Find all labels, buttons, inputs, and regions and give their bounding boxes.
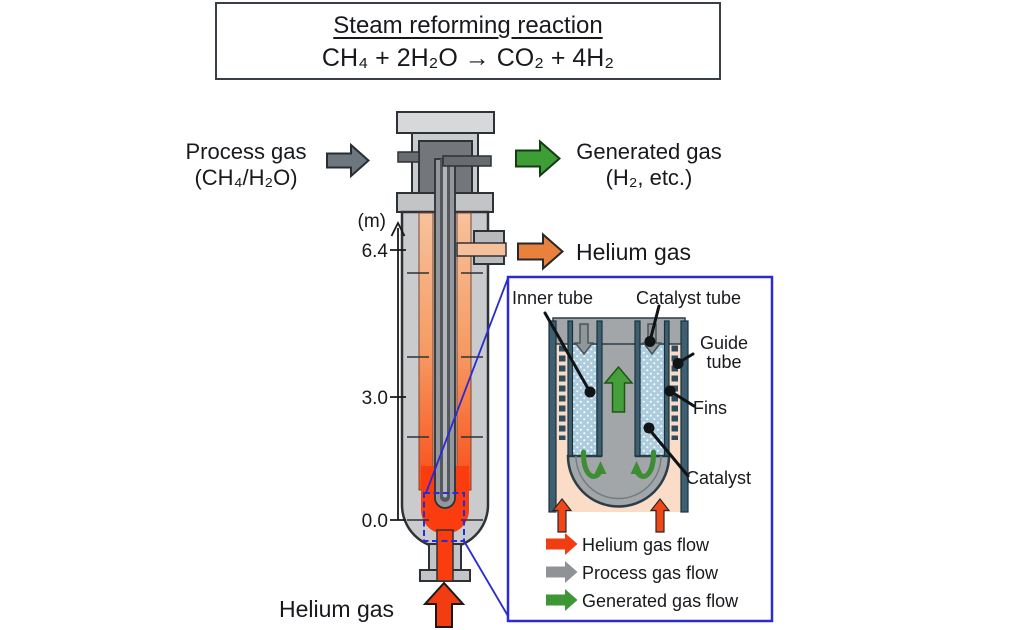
generated-gas-label: Generated gas (H₂, etc.) xyxy=(576,139,722,190)
gas-header xyxy=(552,317,686,345)
helium-flow-arrow xyxy=(546,533,578,555)
helium-gas-out-label: Helium gas xyxy=(576,239,692,265)
gas-turnaround-arrows xyxy=(580,449,657,479)
catalyst-left xyxy=(571,343,598,457)
helium-up-arrows xyxy=(551,498,671,533)
inner-tube xyxy=(434,158,456,509)
catalyst-tube-label: Catalyst tube xyxy=(636,288,742,308)
inset-panel xyxy=(506,275,774,623)
bottom-nozzle xyxy=(419,529,471,582)
fins-label: Fins xyxy=(693,398,728,418)
generated-gas-up-arrow xyxy=(603,365,634,413)
legend-helium-gas-flow: Helium gas flow xyxy=(582,535,710,555)
helium-gas-in-label: Helium gas xyxy=(279,596,395,622)
scale-unit-label: (m) xyxy=(357,211,386,232)
reaction-equation: CH₄ + 2H₂O → CO₂ + 4H₂ xyxy=(321,44,615,72)
process-gas-label: Process gas (CH₄/H₂O) xyxy=(185,139,307,190)
zoom-callout-box xyxy=(423,492,465,542)
legend-arrows xyxy=(546,533,578,611)
inner-tube-label: Inner tube xyxy=(512,288,594,308)
reaction-title-box: Steam reforming reaction CH₄ + 2H₂O → CO… xyxy=(215,2,721,80)
generated-flow-arrow xyxy=(546,589,578,611)
legend-process-gas-flow: Process gas flow xyxy=(582,563,719,583)
helium-gas-out-arrow xyxy=(517,232,565,271)
process-gas-arrow xyxy=(326,142,371,179)
scale-axis xyxy=(390,220,406,521)
generated-gas-arrow xyxy=(515,139,562,178)
tube-dome xyxy=(566,454,671,508)
tube-walls xyxy=(548,320,689,513)
process-gas-inlet-pipe xyxy=(397,151,420,163)
process-flow-arrow xyxy=(546,561,578,583)
guide-tube-label: Guide tube xyxy=(699,333,749,372)
scale-tick-3-0: 3.0 xyxy=(361,388,388,409)
vessel-weld-ticks xyxy=(407,272,483,521)
catalyst-tube-cross-section xyxy=(548,317,689,533)
scale-tick-6-4: 6.4 xyxy=(361,241,388,262)
leader-dots xyxy=(584,336,684,434)
legend-generated-gas-flow: Generated gas flow xyxy=(582,591,739,611)
scale-tick-0-0: 0.0 xyxy=(361,511,388,532)
helium-outlet-nozzle xyxy=(456,230,507,265)
reaction-title: Steam reforming reaction xyxy=(333,12,603,39)
catalyst-right xyxy=(639,343,666,457)
catalyst-label: Catalyst xyxy=(686,468,752,488)
generated-gas-outlet-pipe xyxy=(442,155,492,167)
fins-left xyxy=(556,344,568,440)
helium-gas-in-arrow xyxy=(422,581,466,628)
zoom-callout-lines xyxy=(425,277,509,617)
reactor-vessel xyxy=(397,151,507,582)
zoom-callout xyxy=(423,277,509,617)
